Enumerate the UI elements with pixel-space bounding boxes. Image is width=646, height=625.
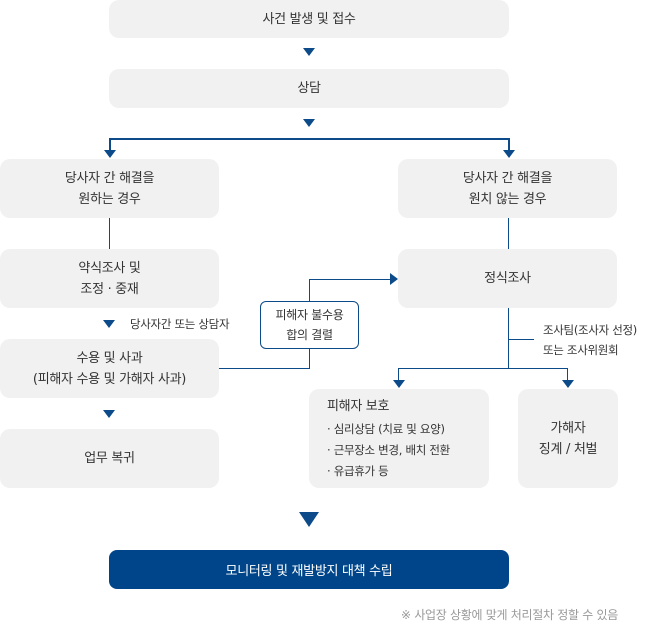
- informal-investigation-line2: 조정 · 중재: [80, 281, 139, 297]
- rejection-connector-h1: [219, 368, 310, 369]
- investigator-line2: 또는 조사위원회: [543, 343, 619, 357]
- rejection-connector-v1: [309, 348, 310, 369]
- connector-left-1: [109, 218, 110, 249]
- footnote: ※ 사업장 상황에 맞게 처리절차 정할 수 있음: [401, 608, 618, 622]
- arrow-down-icon: [503, 150, 515, 158]
- victim-protection-title: 피해자 보호: [327, 398, 390, 414]
- victim-protection-item: · 근무장소 변경, 배치 전환: [327, 442, 450, 457]
- perpetrator-box: 가해자 징계 / 처벌: [518, 389, 618, 488]
- formal-investigation-box: 정식조사: [398, 249, 617, 308]
- arrow-down-icon: [303, 119, 315, 127]
- step-receipt-box: 사건 발생 및 접수: [109, 0, 509, 38]
- branch-left-line2: 원하는 경우: [78, 191, 141, 207]
- perpetrator-line1: 가해자: [550, 420, 586, 436]
- step-consult-label: 상담: [297, 81, 321, 96]
- connector-right-1: [508, 218, 509, 249]
- perpetrator-line2: 징계 / 처벌: [538, 441, 598, 457]
- arrow-down-icon: [562, 380, 574, 388]
- arrow-down-icon: [393, 380, 405, 388]
- final-step-box: 모니터링 및 재발방지 대책 수립: [109, 550, 509, 589]
- arrow-down-icon: [104, 150, 116, 158]
- investigator-label: 조사팀(조사자 선정) 또는 조사위원회: [543, 320, 637, 360]
- victim-protection-item: · 유급휴가 등: [327, 463, 389, 478]
- return-to-work-label: 업무 복귀: [84, 451, 135, 466]
- rejection-box: 피해자 불수용 합의 결렬: [260, 301, 359, 349]
- branch-left-box: 당사자 간 해결을 원하는 경우: [0, 159, 219, 218]
- branch-right-line1: 당사자 간 해결을: [462, 170, 553, 186]
- acceptance-box: 수용 및 사과 (피해자 수용 및 가해자 사과): [0, 339, 219, 398]
- acceptance-line1: 수용 및 사과: [76, 350, 143, 366]
- return-to-work-box: 업무 복귀: [0, 429, 219, 488]
- victim-protection-item: · 심리상담 (치료 및 요양): [327, 421, 445, 436]
- acceptance-line2: (피해자 수용 및 가해자 사과): [32, 371, 187, 387]
- split-connector-right: [567, 368, 568, 380]
- informal-investigation-box: 약식조사 및 조정 · 중재: [0, 249, 219, 308]
- branch-connector-right: [508, 138, 510, 150]
- victim-protection-box: 피해자 보호 · 심리상담 (치료 및 요양) · 근무장소 변경, 배치 전환…: [309, 389, 489, 488]
- investigator-line1: 조사팀(조사자 선정): [543, 323, 637, 337]
- arrow-down-icon: [103, 320, 115, 328]
- rejection-connector-h2: [309, 279, 391, 280]
- rejection-line1: 피해자 불수용: [275, 308, 344, 322]
- formal-investigation-label: 정식조사: [484, 271, 531, 286]
- branch-right-box: 당사자 간 해결을 원치 않는 경우: [398, 159, 617, 218]
- informal-investigation-line1: 약식조사 및: [78, 260, 141, 276]
- arrow-down-icon: [103, 410, 115, 418]
- split-connector-horizontal: [398, 368, 568, 369]
- step-consult-box: 상담: [109, 69, 509, 108]
- mediator-label: 당사자간 또는 상담자: [130, 317, 230, 331]
- split-connector-left: [398, 368, 399, 380]
- arrow-down-icon: [303, 48, 315, 56]
- step-receipt-label: 사건 발생 및 접수: [262, 11, 356, 27]
- rejection-connector-v2: [309, 279, 310, 301]
- arrow-right-icon: [390, 273, 398, 285]
- branch-connector-horizontal: [109, 138, 510, 140]
- connector-right-2: [508, 308, 509, 369]
- branch-connector-left: [109, 138, 111, 150]
- branch-right-line2: 원치 않는 경우: [468, 191, 547, 207]
- branch-left-line1: 당사자 간 해결을: [64, 170, 155, 186]
- arrow-down-large-icon: [299, 512, 319, 527]
- rejection-line2: 합의 결렬: [286, 328, 333, 342]
- final-step-label: 모니터링 및 재발방지 대책 수립: [225, 564, 393, 579]
- investigator-tick: [508, 339, 534, 340]
